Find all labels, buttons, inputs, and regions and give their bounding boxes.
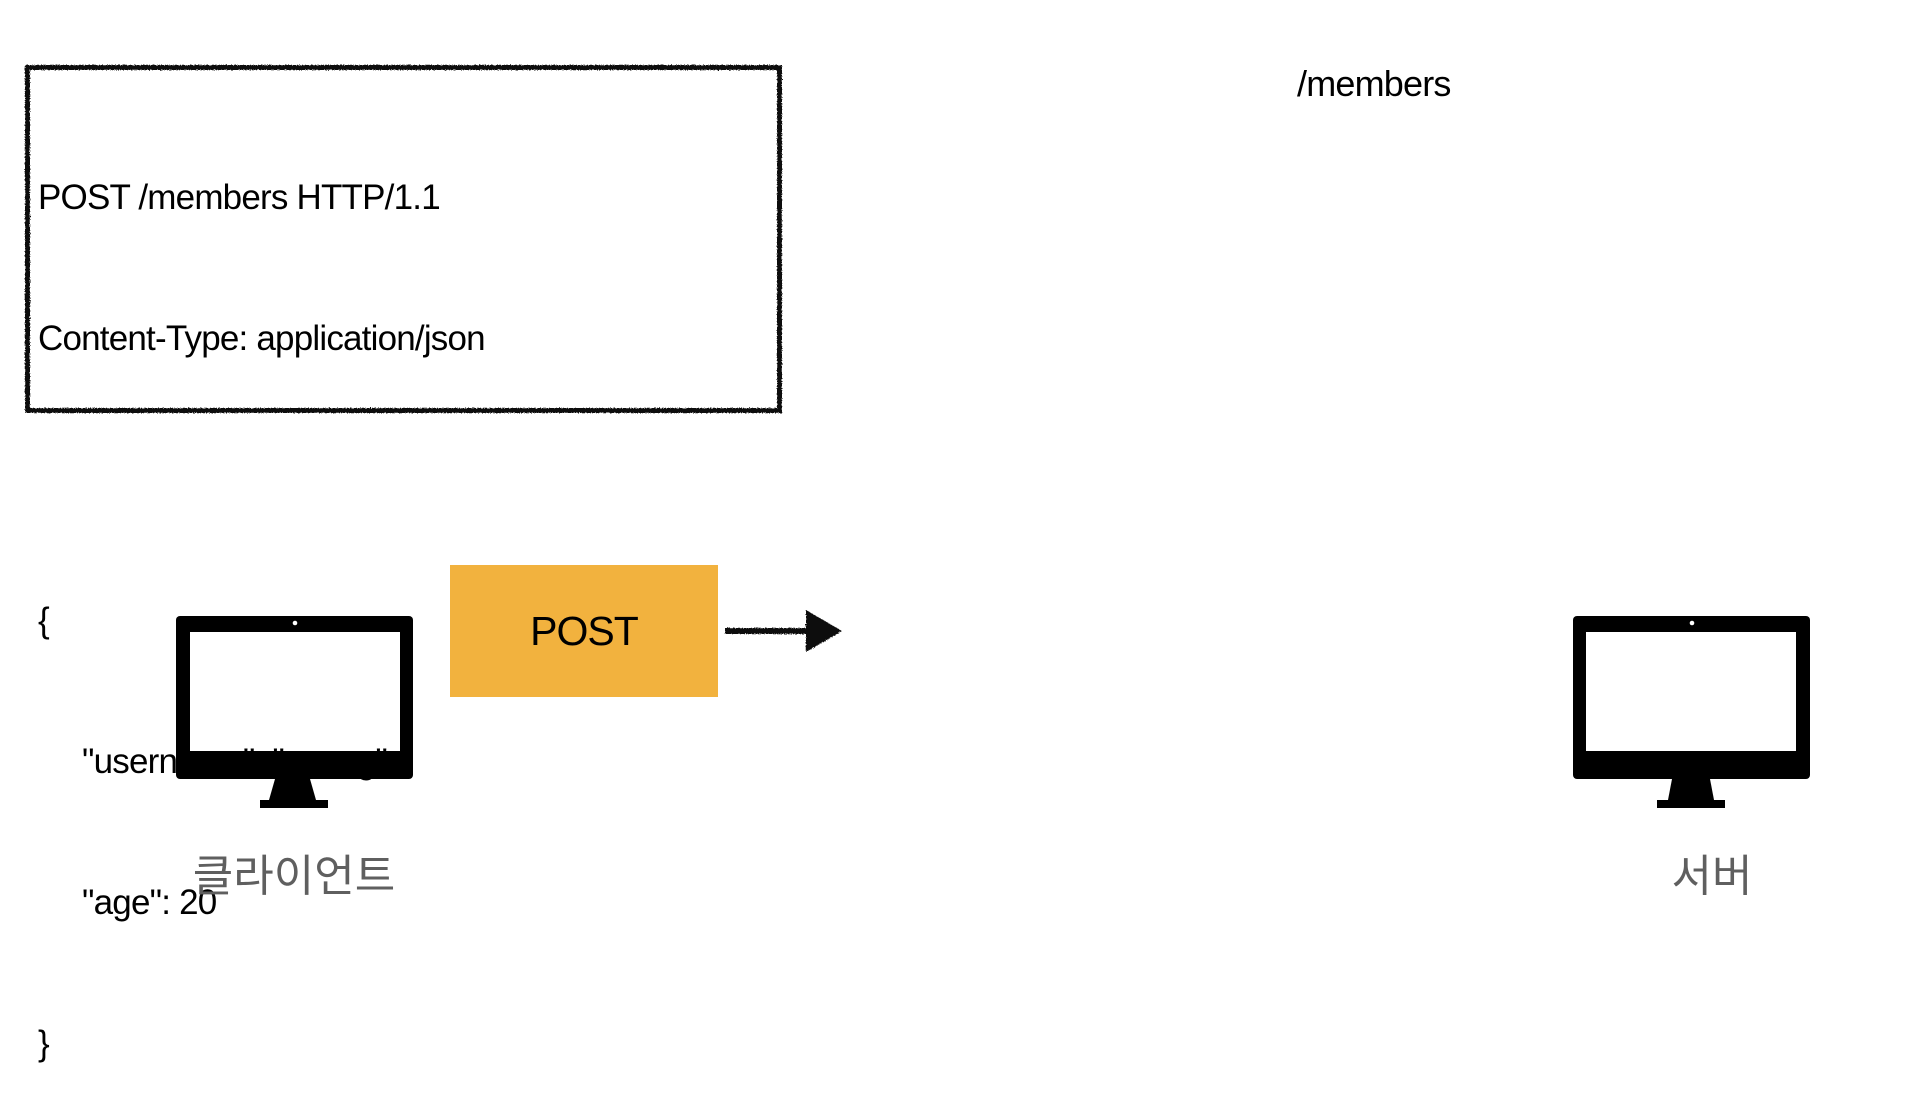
- request-body-username: "username": "young",: [82, 742, 397, 781]
- request-blank-line: [38, 456, 485, 503]
- request-body-close-brace: }: [38, 1024, 50, 1063]
- arrow-right-icon: [725, 610, 842, 652]
- server-label: 서버: [1671, 852, 1753, 901]
- resource-path-label: /members: [1297, 63, 1451, 104]
- server-monitor-icon: [1573, 616, 1810, 808]
- diagram-canvas: [176, 610, 1810, 808]
- request-body-age: "age": 20: [82, 883, 217, 922]
- client-monitor-icon: [176, 616, 413, 808]
- request-header-content-type: Content-Type: application/json: [38, 319, 486, 358]
- http-request-box: [25, 65, 782, 413]
- request-body-open-brace: {: [38, 601, 50, 640]
- request-start-line: POST /members HTTP/1.1: [38, 178, 441, 217]
- client-label: 클라이언트: [192, 852, 396, 901]
- http-request-message: POST /members HTTP/1.1 Content-Type: app…: [38, 80, 486, 1114]
- http-method-badge: POST: [450, 565, 718, 697]
- http-method-label: POST: [530, 607, 639, 654]
